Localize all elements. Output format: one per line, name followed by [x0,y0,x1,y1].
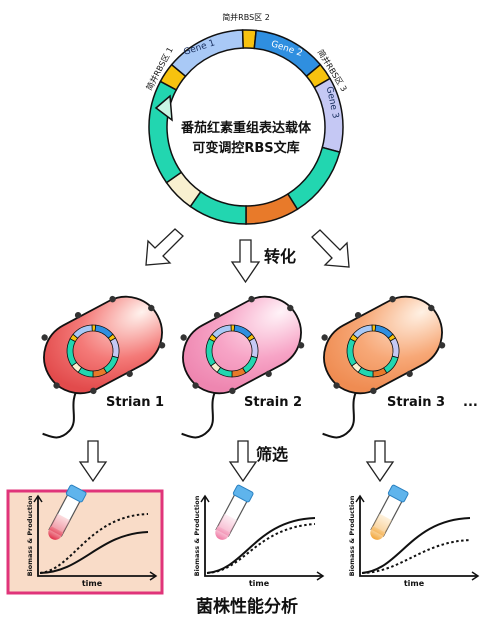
rbs-label-2: 简并RBS区 2 [222,12,270,22]
x-axis-arrow-icon [316,571,325,581]
y-axis-label: Biomass & Production [26,495,34,576]
cell-strain-3 [321,295,446,439]
flagellum [42,385,81,439]
mini-plasmid [66,324,120,378]
y-axis-label: Biomass & Production [348,495,356,576]
plot-axes [37,496,156,577]
x-axis-label: time [82,579,103,588]
x-axis-arrow-icon [149,571,158,581]
gene-segment-1 [170,29,245,78]
promoter-arrow-icon [154,94,173,122]
cell-strain-1 [41,295,166,439]
pilus-dot [406,370,413,378]
arrow-down-icon [228,440,258,483]
step-transform-label: 转化 [264,247,296,266]
cell-body [182,295,302,395]
test-tube-icon [215,484,254,540]
arrow-down-icon [365,440,395,483]
pilus-dot [428,304,435,312]
pilus-dot [248,295,255,303]
backbone-segment [205,338,217,367]
step-screen-label: 筛选 [256,445,288,464]
arrow-down-icon [78,440,108,483]
pilus-dot [321,334,328,341]
backbone-segment [189,190,247,225]
pilus-dot [297,342,305,349]
growth-plot-1: Biomass & Production time [6,484,164,595]
pilus-dot [354,312,362,319]
pilus-dot [53,382,60,389]
pilus-dot [389,295,396,303]
backbone-segment [286,146,341,211]
plasmid-title-line2: 可变调控RBS文库 [192,140,299,156]
production-curve [39,513,149,574]
ellipsis: ... [463,395,478,410]
arrow-left-icon [145,228,184,266]
transform-arrows [145,228,350,284]
flagellum [181,385,220,439]
test-tube-icon [48,484,87,540]
cell-strain-2 [180,295,305,439]
test-tube-icon [370,484,409,540]
strain-label-2: Strain 2 [244,395,302,410]
plot-axes [359,496,478,577]
y-axis-label: Biomass & Production [193,495,201,576]
pilus-dot [370,387,377,395]
arrow-down-icon [230,239,261,284]
strain-label-3: Strain 3 [387,395,445,410]
screen-arrows [78,440,395,483]
cell-body [43,295,163,395]
mini-plasmid [346,324,400,378]
y-axis-arrow-icon [355,494,365,503]
biomass-curve [206,517,316,574]
biomass-curve [361,517,471,574]
biomass-curve [39,531,149,574]
step-analysis-label: 菌株性能分析 [196,596,298,617]
plasmid-ring [148,29,344,225]
pilus-dot [213,312,221,319]
y-axis-arrow-icon [200,494,210,503]
pilus-dot [192,382,199,389]
pilus-dot [438,342,446,349]
pilus-dot [126,370,133,378]
pilus-dot [148,304,155,312]
plasmid: 番茄红素重组表达载体 可变调控RBS文库 Gene 1 Gene 2 Gene … [144,12,349,225]
pilus-dot [41,334,48,341]
pilus-dot [333,382,340,389]
pilus-dot [109,295,116,303]
plasmid-title-line1: 番茄红素重组表达载体 [180,120,312,136]
backbone-segment [346,338,358,367]
flagellum [322,385,361,439]
backbone-segment [66,338,78,367]
pilus-dot [229,387,236,395]
y-axis-arrow-icon [33,494,43,503]
x-axis-label: time [249,579,270,588]
pilus-dot [74,312,82,319]
growth-plot-2: Biomass & Production time [193,484,325,588]
pilus-dot [265,370,272,378]
pilus-dot [158,342,166,349]
orange-segment [245,192,299,225]
mini-plasmid [205,324,259,378]
strain-label-1: Strian 1 [106,395,164,410]
x-axis-label: time [404,579,425,588]
cell-body [323,295,443,395]
arrow-right-icon [311,229,350,268]
plot-axes [204,496,323,577]
backbone-segment [148,80,183,184]
x-axis-arrow-icon [471,571,480,581]
pilus-dot [287,304,294,312]
production-curve [206,523,316,574]
pilus-dot [90,387,97,395]
cells [41,295,446,439]
growth-plot-3: Biomass & Production time [348,484,480,588]
pilus-dot [180,334,187,341]
